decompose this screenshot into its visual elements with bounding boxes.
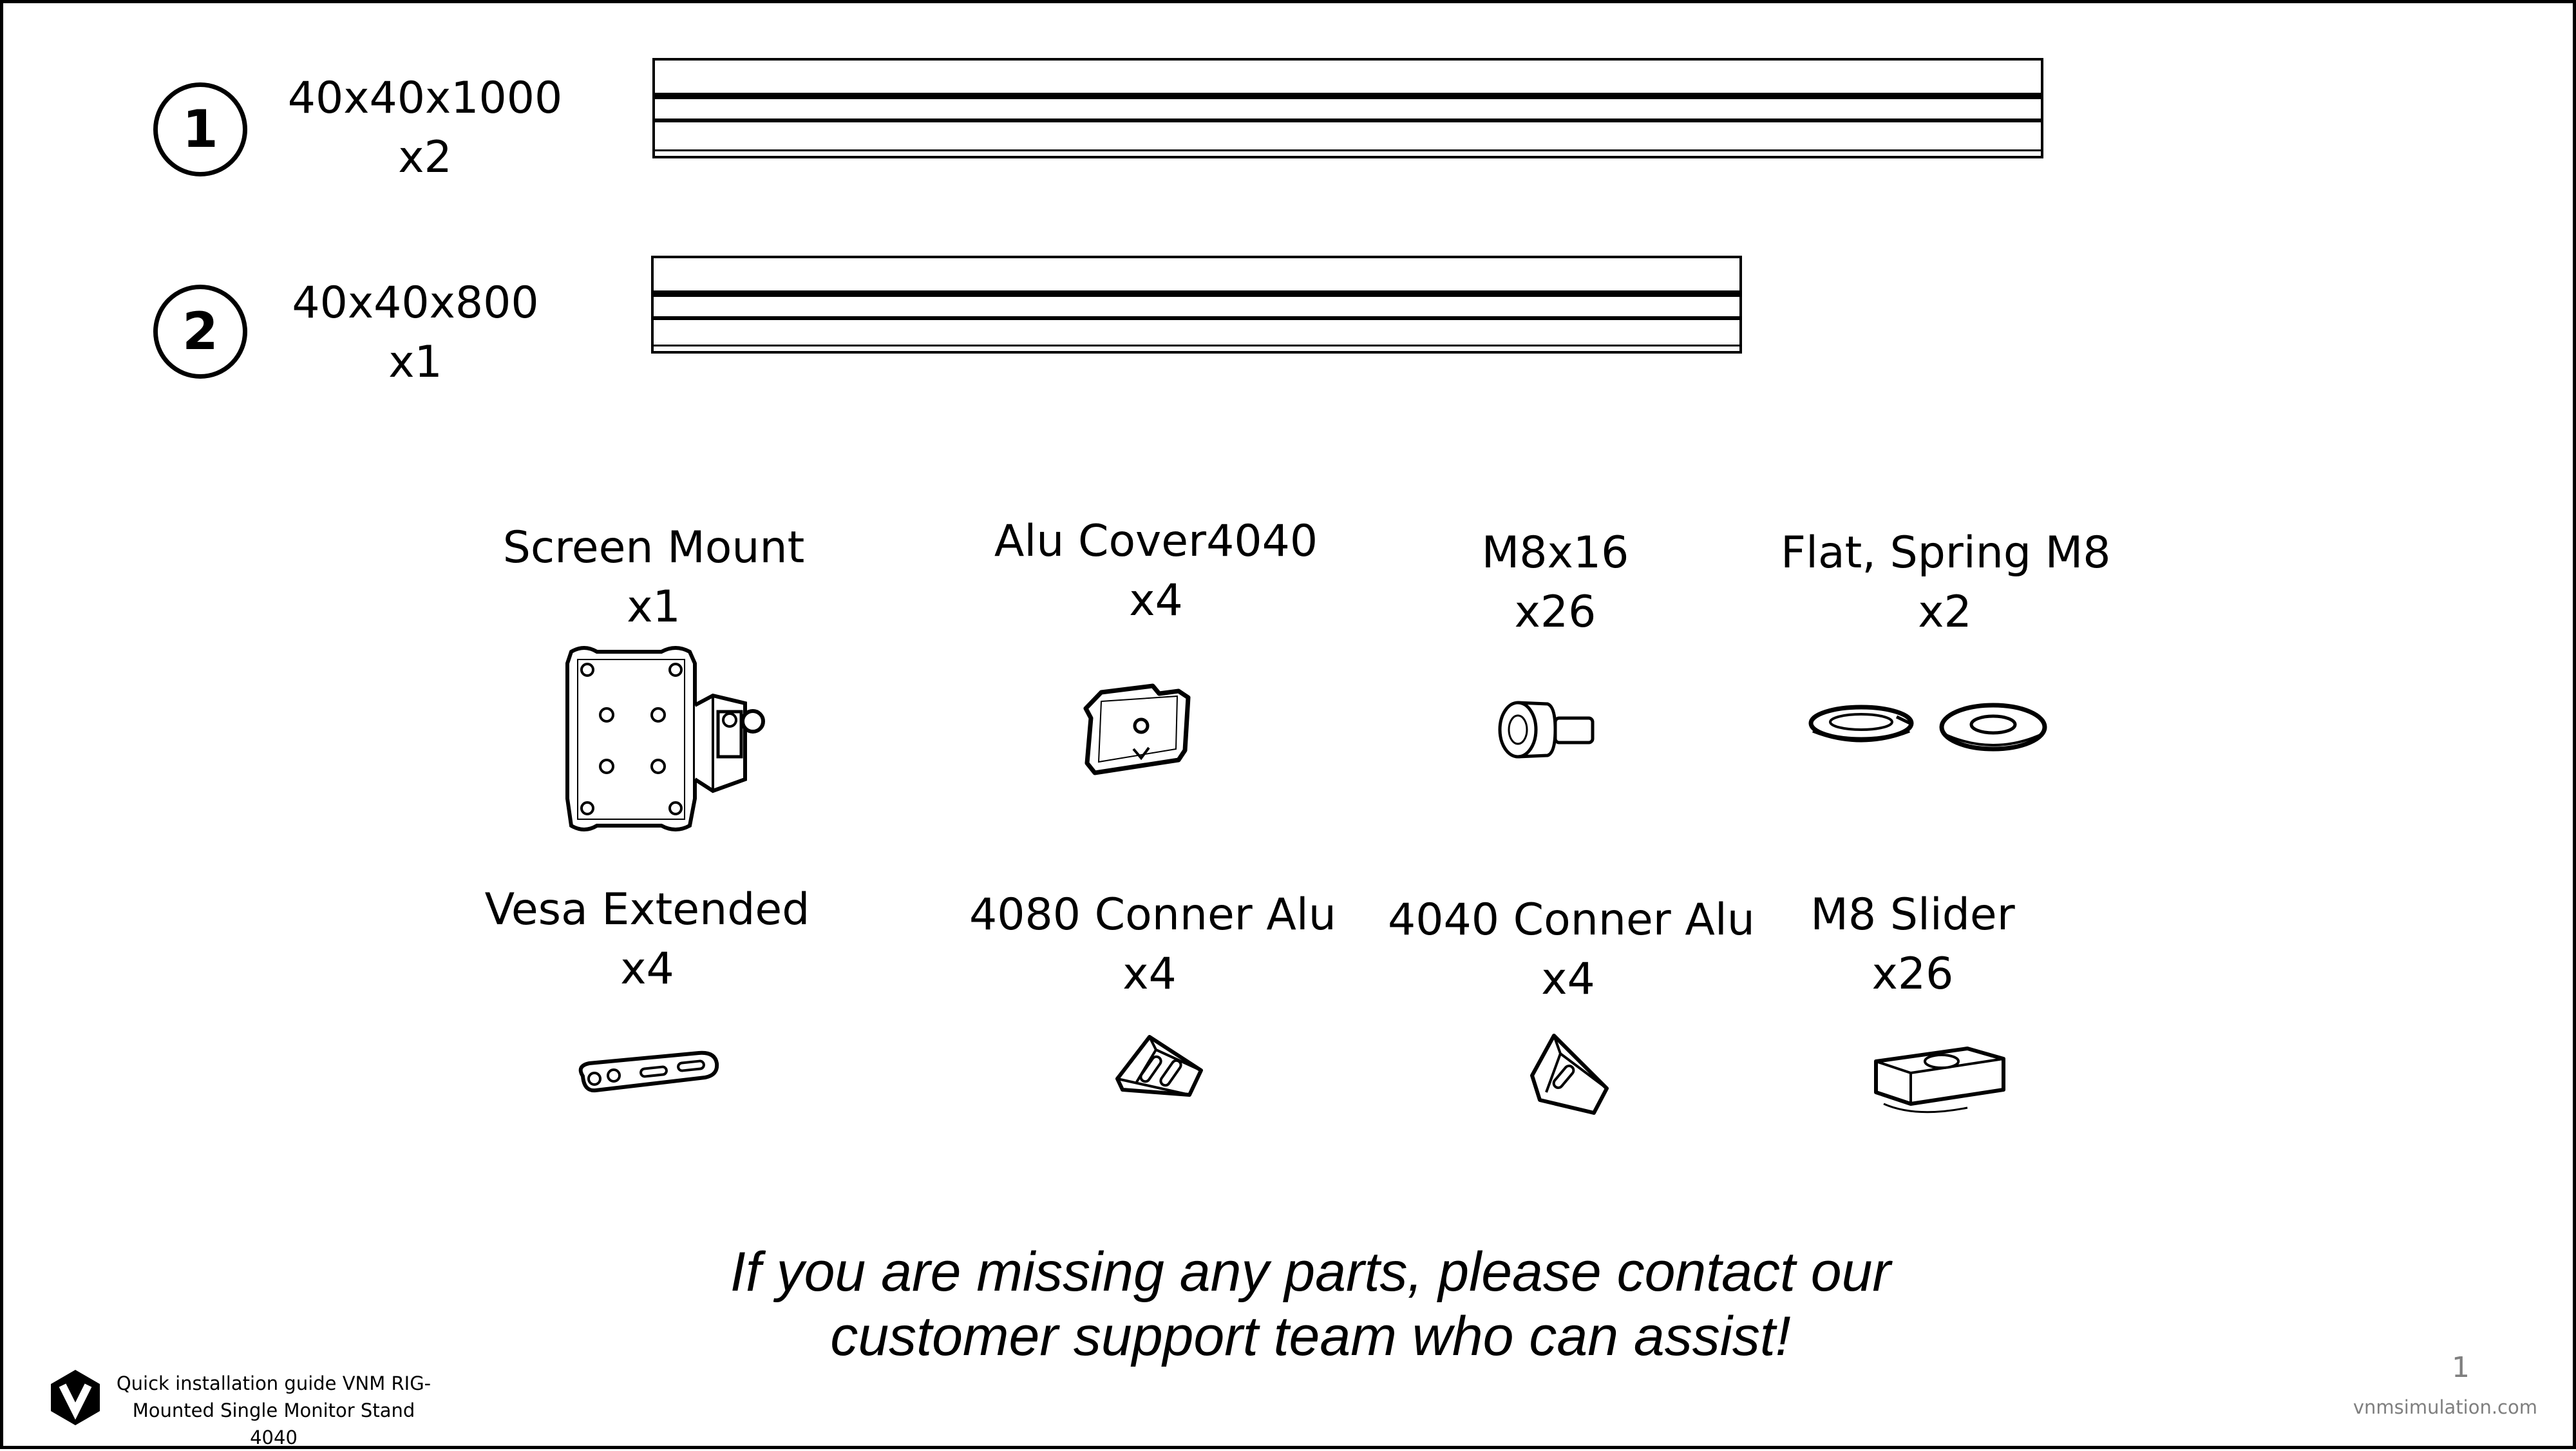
screen-mount-icon: [565, 646, 765, 831]
part-alu-cover-label: Alu Cover4040 x4: [989, 512, 1323, 631]
corner-bracket-icon: [1530, 1034, 1609, 1115]
missing-parts-notice: If you are missing any parts, please con…: [647, 1240, 1974, 1369]
profile-2-label: 40x40x800 x1: [274, 274, 557, 392]
part-qty: x4: [1122, 949, 1177, 1000]
part-qty: x4: [620, 944, 674, 994]
part-qty: x1: [627, 582, 681, 632]
bolt-icon: [1498, 701, 1595, 759]
profile-1-number: 1: [182, 99, 218, 159]
guide-title: Quick installation guide VNM RIG- Mounte…: [106, 1370, 441, 1451]
part-screen-mount-label: Screen Mount x1: [493, 518, 815, 637]
profile-2-number-badge: 2: [153, 285, 247, 379]
part-name: Flat, Spring M8: [1781, 527, 2111, 578]
profile-2-qty: x1: [388, 337, 442, 388]
part-vesa-extended-label: Vesa Extended x4: [477, 880, 818, 999]
website-link[interactable]: vnmsimulation.com: [2353, 1396, 2537, 1418]
aluminium-profile-800-icon: [651, 256, 1742, 354]
alu-cover-icon: [1083, 683, 1191, 775]
profile-1-size: 40x40x1000: [287, 73, 563, 124]
part-4080-corner-label: 4080 Conner Alu x4: [969, 886, 1336, 1004]
part-name: Vesa Extended: [484, 884, 810, 935]
profile-2-size: 40x40x800: [292, 278, 539, 328]
profile-2-number: 2: [182, 301, 218, 361]
profile-1-qty: x2: [398, 132, 452, 183]
notice-line-2: customer support team who can assist!: [830, 1305, 1791, 1367]
corner-bracket-icon: [1115, 1035, 1203, 1097]
aluminium-profile-1000-icon: [652, 58, 2043, 158]
part-m8x16-label: M8x16 x26: [1452, 524, 1658, 642]
part-name: M8 Slider: [1810, 889, 2015, 940]
slider-nut-icon: [1874, 1047, 2005, 1114]
profile-1-number-badge: 1: [153, 82, 247, 176]
part-qty: x4: [1129, 575, 1183, 626]
vesa-extension-icon: [578, 1050, 719, 1093]
part-name: 4040 Conner Alu: [1388, 895, 1755, 945]
part-name: Alu Cover4040: [994, 516, 1318, 567]
part-washers-label: Flat, Spring M8 x2: [1781, 524, 2111, 642]
part-qty: x4: [1541, 954, 1595, 1005]
part-name: 4080 Conner Alu: [969, 889, 1336, 940]
part-qty: x26: [1871, 949, 1954, 1000]
part-4040-corner-label: 4040 Conner Alu x4: [1388, 891, 1755, 1009]
part-qty: x2: [1918, 587, 1972, 638]
part-m8-slider-label: M8 Slider x26: [1787, 886, 2038, 1004]
guide-title-line-2: Mounted Single Monitor Stand 4040: [132, 1399, 415, 1448]
washer-icon: [1808, 703, 2047, 752]
profile-1-label: 40x40x1000 x2: [274, 69, 576, 187]
page-number: 1: [2452, 1351, 2470, 1384]
part-name: M8x16: [1481, 527, 1629, 578]
part-name: Screen Mount: [502, 522, 805, 573]
vnm-logo-icon: [51, 1370, 100, 1425]
notice-line-1: If you are missing any parts, please con…: [730, 1241, 1891, 1303]
part-qty: x26: [1514, 587, 1596, 638]
guide-title-line-1: Quick installation guide VNM RIG-: [116, 1372, 431, 1394]
